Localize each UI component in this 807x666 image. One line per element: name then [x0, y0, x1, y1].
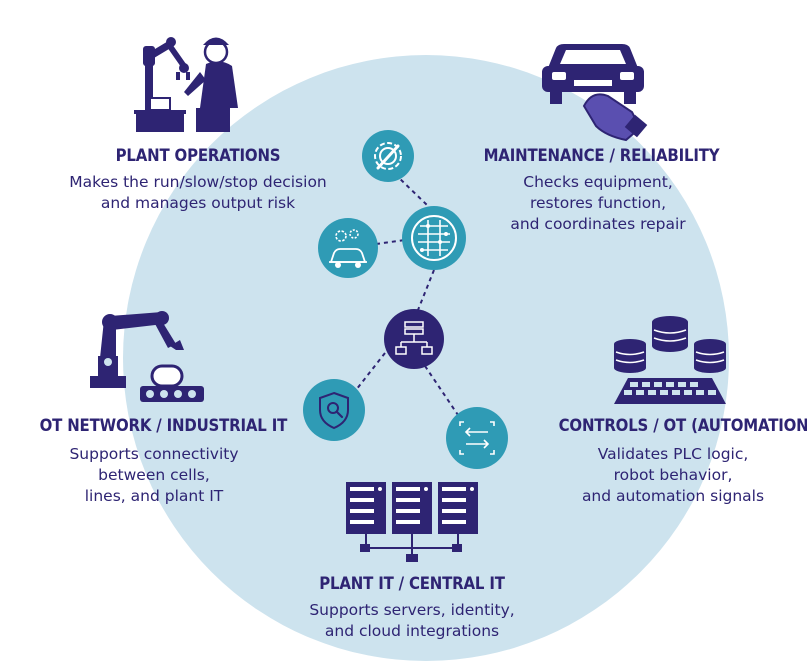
- maintenance-reliability-description: Checks equipment, restores function, and…: [478, 172, 718, 235]
- maintenance-reliability-title: MAINTENANCE / RELIABILITY: [484, 146, 713, 166]
- description-line: lines, and plant IT: [44, 486, 264, 507]
- description-line: and manages output risk: [38, 193, 358, 214]
- car-gears-icon: [318, 218, 378, 278]
- description-line: Makes the run/slow/stop decision: [38, 172, 358, 193]
- description-line: Validates PLC logic,: [553, 444, 793, 465]
- description-line: robot behavior,: [553, 465, 793, 486]
- plant-it-description: Supports servers, identity, and cloud in…: [272, 600, 552, 642]
- description-line: and cloud integrations: [272, 621, 552, 642]
- description-line: restores function,: [478, 193, 718, 214]
- plant-operations-title: PLANT OPERATIONS: [101, 146, 295, 166]
- controls-ot-title: CONTROLS / OT (AUTOMATION): [559, 416, 788, 436]
- description-line: Supports servers, identity,: [272, 600, 552, 621]
- description-line: Checks equipment,: [478, 172, 718, 193]
- gear-wrench-icon: [362, 130, 414, 182]
- plant-it-title: PLANT IT / CENTRAL IT: [298, 574, 527, 594]
- description-line: Supports connectivity: [44, 444, 264, 465]
- description-line: and coordinates repair: [478, 214, 718, 235]
- worker-robot-arm-icon: [134, 37, 238, 132]
- circuit-board-icon: [402, 206, 466, 270]
- shield-search-icon: [303, 379, 365, 441]
- ot-network-description: Supports connectivity between cells, lin…: [44, 444, 264, 507]
- description-line: and automation signals: [553, 486, 793, 507]
- controls-ot-description: Validates PLC logic, robot behavior, and…: [553, 444, 793, 507]
- ot-network-title: OT NETWORK / INDUSTRIAL IT: [40, 416, 269, 436]
- server-racks-icon: [346, 482, 478, 562]
- data-transfer-arrows-icon: [446, 407, 508, 469]
- network-hierarchy-icon: [384, 309, 444, 369]
- description-line: between cells,: [44, 465, 264, 486]
- plant-operations-description: Makes the run/slow/stop decision and man…: [38, 172, 358, 214]
